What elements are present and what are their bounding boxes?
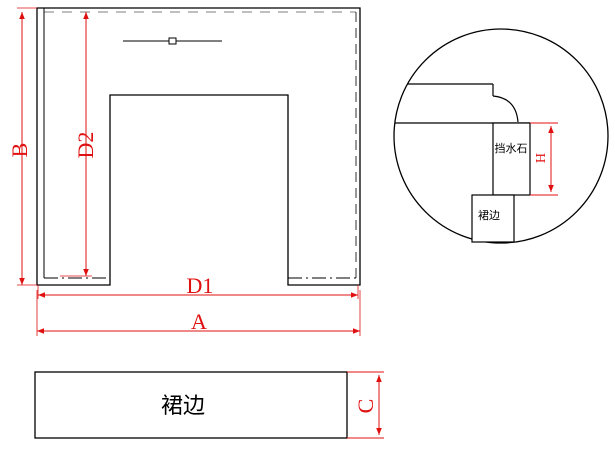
skirt-section-label: 裙边 (161, 394, 205, 419)
backsplash-label: 挡水石 (495, 141, 528, 155)
section-view: 裙边 C (34, 371, 384, 439)
dimension-d2: D2 (60, 12, 98, 277)
dimension-a: A (36, 290, 361, 336)
dimension-d1-label: D1 (187, 273, 214, 298)
countertop-outline (36, 7, 361, 286)
plan-view: B D2 D1 A (7, 7, 361, 336)
dimension-a-label: A (191, 309, 207, 334)
dimension-h-label: H (534, 153, 549, 163)
dimension-b: B (7, 7, 37, 286)
faucet-symbol-icon (123, 37, 222, 45)
skirt-strip (34, 371, 348, 439)
skirt-block (471, 194, 515, 243)
detail-view: 挡水石 裙边 H (393, 28, 609, 244)
dimension-c-label: C (353, 399, 378, 414)
dimension-c: C (347, 371, 384, 439)
dimension-d1: D1 (37, 273, 359, 299)
dimension-d2-label: D2 (73, 132, 98, 159)
dimension-b-label: B (7, 143, 32, 158)
skirt-detail-label: 裙边 (478, 209, 500, 222)
dimension-h: H (530, 122, 558, 196)
backsplash-block (492, 122, 531, 196)
